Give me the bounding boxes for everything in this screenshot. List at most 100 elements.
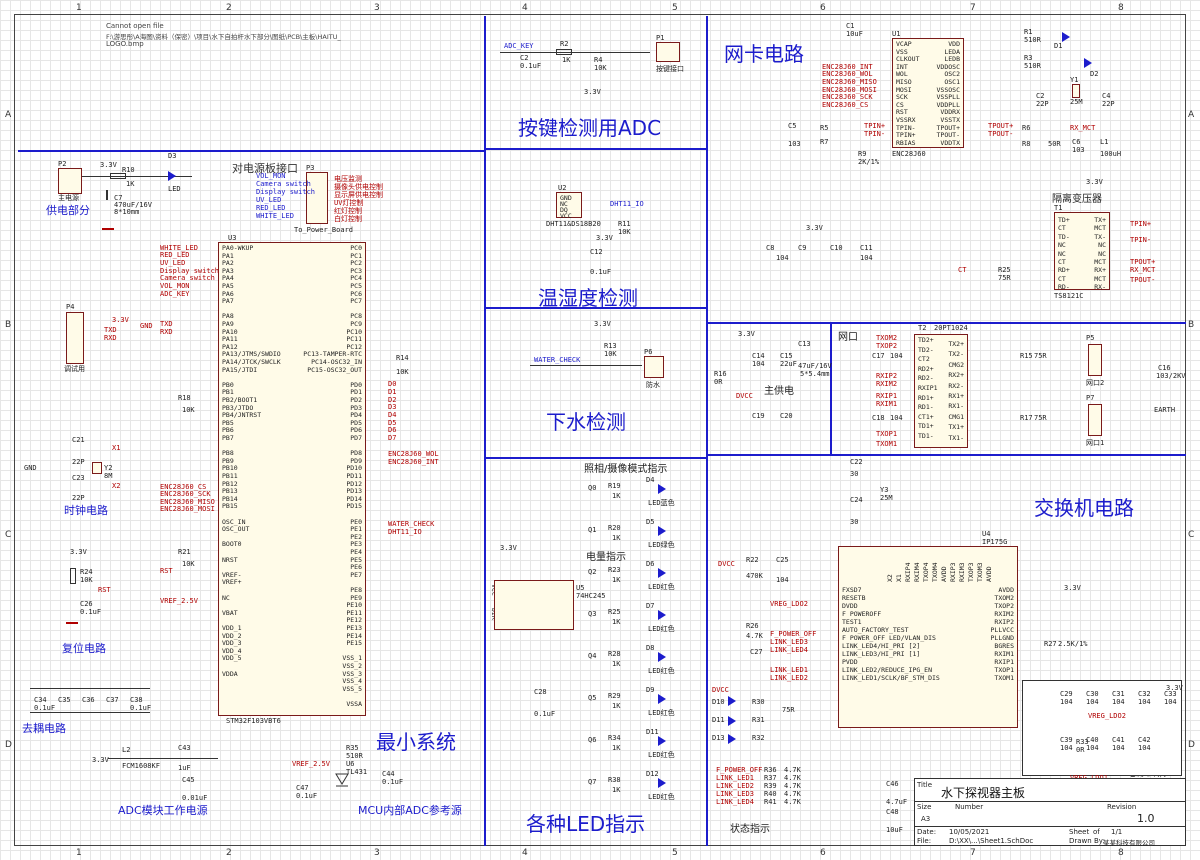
divider-mid-2 — [484, 307, 706, 309]
tb-date-label: Date: — [917, 828, 937, 836]
r9-value: 2K/1% — [858, 158, 880, 166]
r10-value: 1K — [126, 180, 135, 188]
reset-net: RST — [98, 586, 111, 594]
t2-pin-left: CT1+ — [918, 412, 934, 421]
t1-pin-right: MCT — [1094, 224, 1106, 233]
d13-ref: D13 — [712, 734, 725, 742]
r17-value: 75R — [1034, 414, 1047, 422]
port-net: RXIP1 — [876, 392, 898, 400]
dht-pin-nc: NC — [560, 200, 568, 208]
pd-cap-ref: C39 — [1060, 736, 1073, 744]
switch-pin-left: LINK_LED4/HI_PRI [2] — [842, 642, 921, 650]
switch-vreg: VREG_LDO2 — [770, 600, 808, 608]
status-resistor: R40 — [764, 790, 777, 798]
ruler-col-1-bottom: 1 — [76, 848, 82, 858]
t1-net-tpout-plus: TPOUT+ — [1130, 258, 1156, 266]
enc-pin-left: TPIN- — [896, 123, 916, 132]
pd-vreg2: VREG_LDO2 — [1088, 712, 1126, 720]
c34-ref: C34 — [34, 696, 47, 704]
c2-enc-value: 22P — [1036, 100, 1049, 108]
r1-ref: R1 — [1024, 28, 1033, 36]
p3-sig-4: UV_LED — [256, 196, 282, 204]
mcu-net-right: D6 — [388, 426, 397, 434]
mcu-pin-left: PA4 — [222, 274, 234, 283]
r4-ref: R4 — [594, 56, 603, 64]
mcu-pin-left: PB10 — [222, 464, 238, 473]
switch-pin-top: TXOM4 — [931, 562, 939, 582]
led-row-diode: D5 — [646, 518, 655, 526]
mcu-pin-left: PA2 — [222, 259, 234, 268]
switch-pin-right: AVDD — [998, 586, 1014, 594]
mcu-pin-right: PE13 — [346, 624, 362, 632]
r30-ref: R30 — [752, 698, 765, 706]
mcu-pin-right: PC1 — [350, 251, 362, 260]
c45-value: 0.01uF — [182, 794, 208, 802]
enc-pin-right: VDDPLL — [936, 100, 960, 109]
c37-ref: C37 — [106, 696, 119, 704]
p4-label: 调试用 — [64, 365, 85, 373]
t2-pin-right: RX1+ — [948, 392, 964, 400]
mcu-pin-left: PB2/BOOT1 — [222, 396, 258, 404]
heading-main-power: 主供电 — [764, 386, 794, 397]
switch-pin-right: PLLGND — [990, 634, 1014, 642]
connector-p7 — [1088, 404, 1102, 436]
pd-cap-ref: C33 — [1164, 690, 1177, 698]
mcu-net-left: RST — [160, 567, 173, 575]
p5-ref: P5 — [1086, 334, 1095, 342]
tb-divider-2 — [915, 826, 1185, 827]
t1-net-tpout-minus: TPOUT- — [1130, 276, 1156, 284]
switch-pin-left: LINK_LED2/REDUCE_IPG_EN — [842, 666, 933, 674]
water-wire — [530, 365, 642, 366]
c16-ref: C16 — [1158, 364, 1171, 372]
heading-water: 下水检测 — [546, 410, 626, 434]
u2-ref: U2 — [558, 184, 567, 192]
mcu-pin-right: VSSA — [346, 700, 362, 708]
status-resistor: R41 — [764, 798, 777, 806]
heading-reset: 复位电路 — [62, 642, 106, 655]
mcu-pin-left: PB0 — [222, 380, 234, 389]
switch-pin-left: AUTO_FACTORY_TEST — [842, 626, 909, 634]
mcu-pin-right: PE3 — [350, 540, 362, 549]
switch-pin-right: RXIP2 — [994, 618, 1014, 626]
ruler-col-1: 1 — [76, 3, 82, 13]
mcu-pin-right: PD5 — [350, 418, 362, 427]
heading-mcu-adc-ref: MCU内部ADC参考源 — [358, 804, 462, 817]
mcu-pin-left: PB14 — [222, 494, 238, 503]
switch-pin-left: PVDD — [842, 658, 858, 666]
tb-revision: 1.0 — [1137, 812, 1155, 825]
mcu-pin-right: PC2 — [350, 259, 362, 268]
c4-ref: C4 — [1102, 92, 1111, 100]
u1-ref: U1 — [892, 30, 901, 38]
switch-link-1: LINK_LED1 — [770, 666, 808, 674]
t2-pin-left: RD2+ — [918, 364, 934, 373]
tl431-symbol — [335, 773, 349, 787]
connector-p6 — [644, 356, 664, 378]
port-net: TXOM1 — [876, 440, 898, 448]
switch-pin-left: FXSD7 — [842, 586, 862, 594]
mcu-pin-right: PC10 — [346, 327, 362, 336]
t2-pin-left: RD2- — [918, 374, 934, 383]
c22-value: 30 — [850, 470, 859, 478]
heading-temp-hum: 温湿度检测 — [538, 286, 638, 310]
mcu-pin-left: PA3 — [222, 266, 234, 275]
ruler-col-5-bottom: 5 — [672, 848, 678, 858]
c7-ref: C7 — [114, 194, 123, 202]
r3-value: 510R — [1024, 62, 1041, 70]
tb-file: D:\XX\...\Sheet1.SchDoc — [949, 837, 1034, 845]
mcu-pin-left: VDD_4 — [222, 646, 242, 655]
p3-sig-2: Camera switch — [256, 180, 311, 188]
mcu-net-left: VOL_MON — [160, 282, 190, 290]
ruler-row-c-right: C — [1188, 530, 1195, 540]
enc-pin-left: VCAP — [896, 40, 912, 48]
t1-pin-left: NC — [1058, 249, 1066, 258]
heading-photo-mode: 照相/摄像模式指示 — [584, 464, 668, 475]
c13-ref: C13 — [798, 340, 811, 348]
r6-ref: R6 — [1022, 124, 1031, 132]
mcu-net-left: RXD — [160, 328, 173, 336]
divider-col-mid — [706, 16, 708, 846]
tb-title-label: Title — [917, 781, 933, 789]
status-net: F_POWER_OFF — [716, 766, 763, 774]
mcu-pin-left: VREF+ — [222, 578, 242, 587]
d3-ref: D3 — [168, 152, 177, 160]
resistor-r10 — [110, 173, 126, 179]
